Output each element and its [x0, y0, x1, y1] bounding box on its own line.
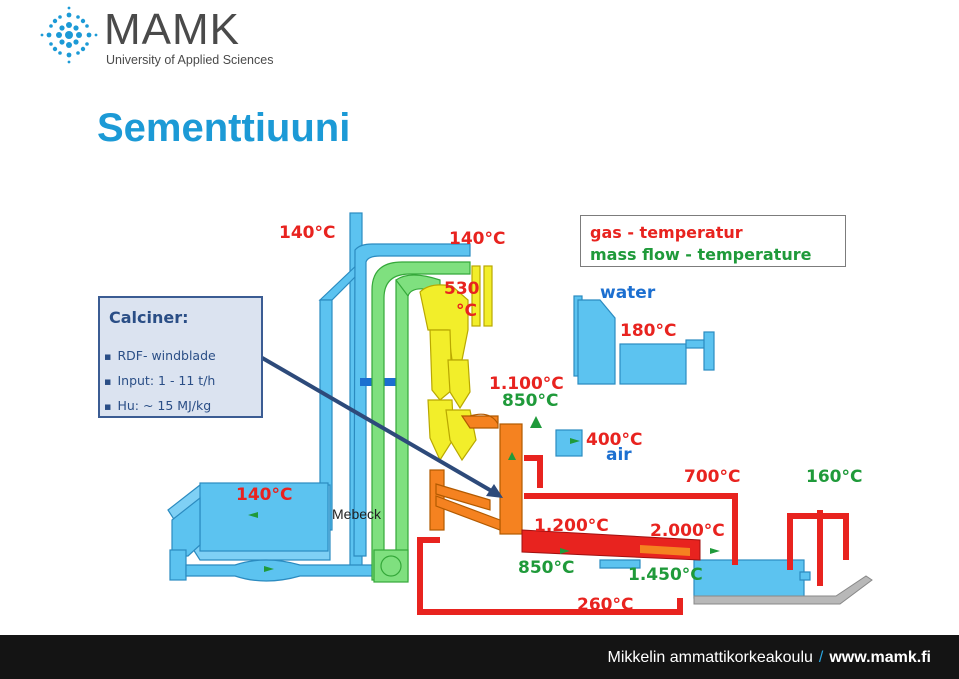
blue-exhaust-duct: [167, 212, 811, 599]
temp-label-140-filter: 140°C: [236, 485, 292, 505]
temp-label-530: 530: [444, 279, 480, 299]
calciner-item: Hu: ~ 15 MJ/kg: [104, 394, 216, 419]
calciner-list: RDF- windblade Input: 1 - 11 t/h Hu: ~ 1…: [104, 344, 216, 419]
calciner-info-box: Calciner: RDF- windblade Input: 1 - 11 t…: [98, 296, 263, 418]
temp-label-2000: 2.000°C: [650, 521, 725, 541]
temp-label-260: 260°C: [577, 595, 633, 615]
footer-separator: /: [818, 649, 824, 666]
legend-gas-temperature: gas - temperatur: [590, 223, 743, 242]
logo-subtitle: University of Applied Sciences: [106, 53, 274, 67]
red-process-lines: [417, 455, 849, 615]
temp-label-400: 400°C: [586, 430, 642, 450]
mamk-logo[interactable]: MAMK University of Applied Sciences: [40, 6, 300, 70]
rotary-kiln: [521, 529, 701, 561]
diagram-legend: gas - temperatur mass flow - temperature: [580, 215, 846, 267]
temp-label-530-unit: °C: [456, 301, 477, 321]
calciner-item: RDF- windblade: [104, 344, 215, 369]
cyclone-tower: [419, 265, 493, 462]
temp-label-140-top-mid: 140°C: [449, 229, 505, 249]
calciner-unit: [429, 413, 523, 535]
air-label: air: [606, 445, 632, 465]
footer-org: Mikkelin ammattikorkeakoulu: [607, 649, 813, 666]
footer-url-link[interactable]: www.mamk.fi: [829, 649, 931, 666]
temp-label-1200: 1.200°C: [534, 516, 609, 536]
temp-label-1450: 1.450°C: [628, 565, 703, 585]
slide-title: Sementtiuuni: [97, 106, 351, 150]
footer-text: Mikkelin ammattikorkeakoulu / www.mamk.fi: [607, 649, 931, 667]
mebeck-label: Mebeck: [332, 506, 382, 522]
logo-wordmark: MAMK: [104, 5, 240, 54]
temp-label-160: 160°C: [806, 467, 862, 487]
temp-label-850-upper: 850°C: [502, 391, 558, 411]
temp-label-180: 180°C: [620, 321, 676, 341]
calciner-item: Input: 1 - 11 t/h: [104, 369, 216, 394]
footer-bar: Mikkelin ammattikorkeakoulu / www.mamk.fi: [0, 635, 959, 679]
flow-arrows: [248, 416, 720, 572]
legend-mass-flow-temperature: mass flow - temperature: [590, 245, 812, 264]
water-label: water: [600, 283, 656, 303]
calciner-title: Calciner:: [109, 308, 189, 327]
temp-label-850-lower: 850°C: [518, 558, 574, 578]
calciner-pointer-arrow: [238, 343, 503, 498]
temp-label-140-top-left: 140°C: [279, 223, 335, 243]
mamk-dots-logo-icon: [40, 6, 98, 64]
temp-label-1100: 1.100°C: [489, 374, 564, 394]
grey-cooler-conveyor: [693, 575, 873, 605]
temp-label-700: 700°C: [684, 467, 740, 487]
